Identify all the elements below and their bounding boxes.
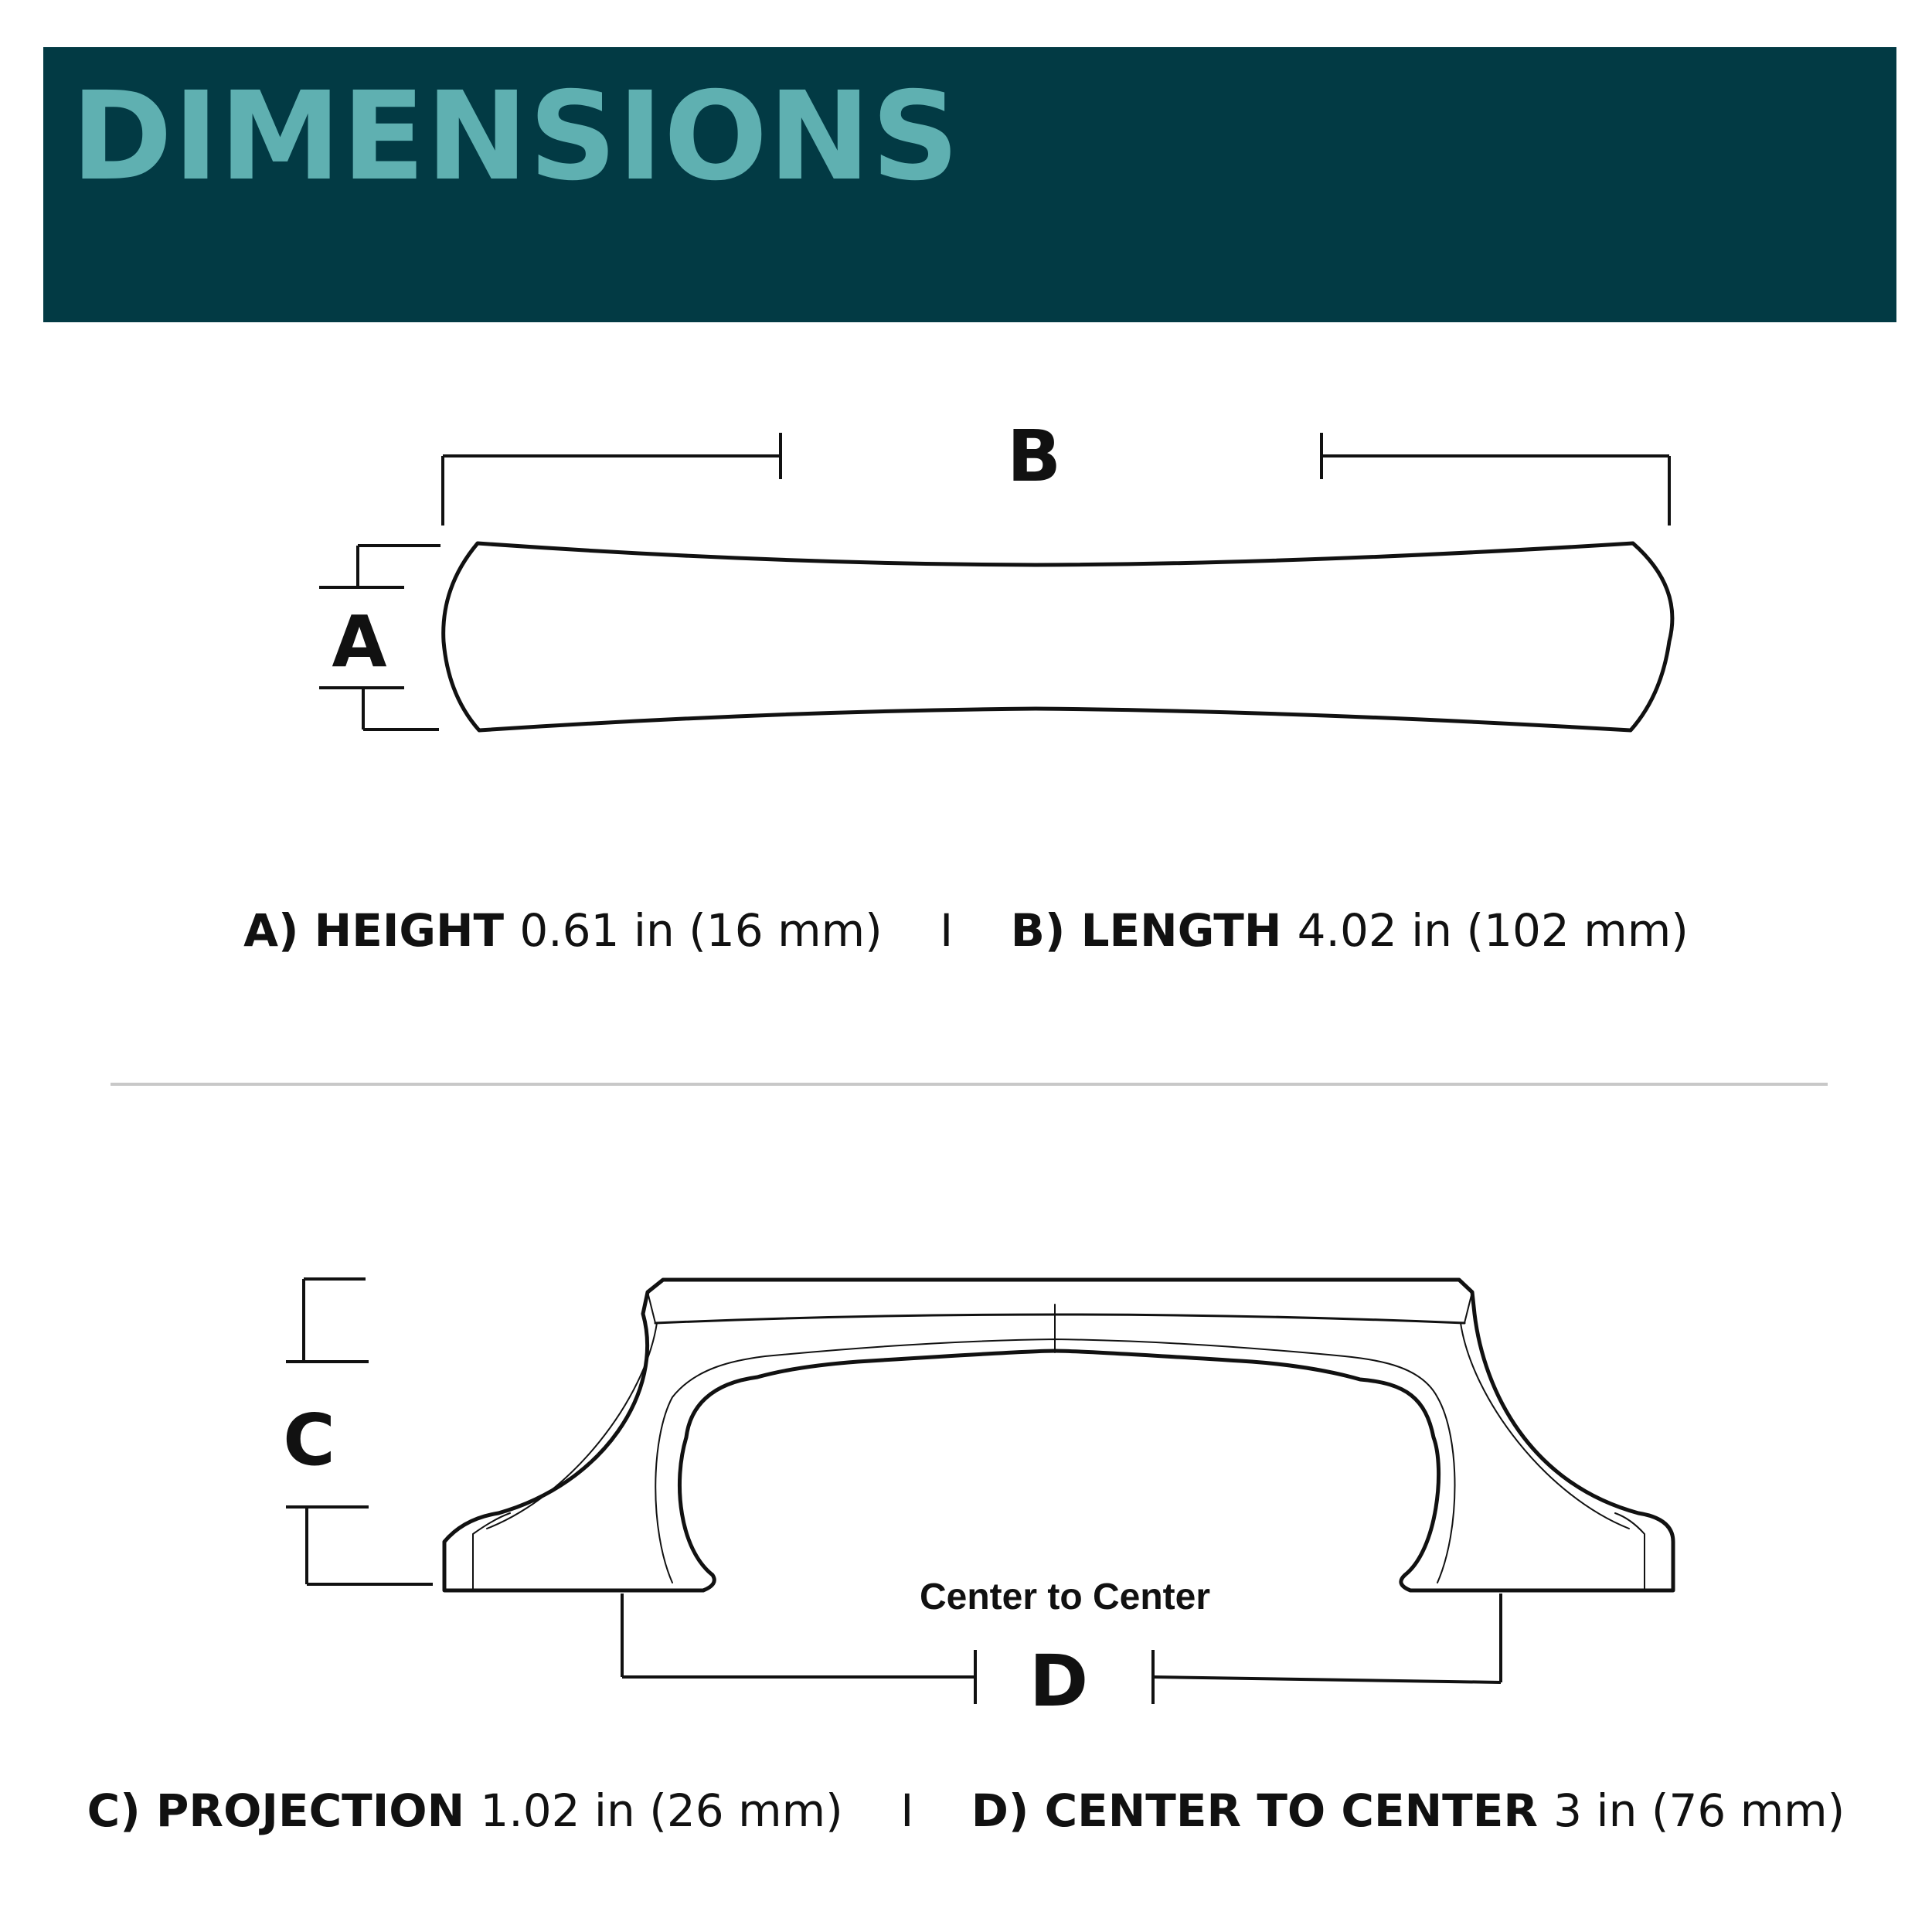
header-banner: [43, 47, 1896, 322]
projection-value: 1.02 in (26 mm): [480, 1784, 843, 1837]
center-to-center-label: D) CENTER TO CENTER: [971, 1784, 1554, 1837]
side-view-handle: [442, 1277, 1675, 1593]
dimension-d-bracket: [621, 1594, 1502, 1704]
center-to-center-value: 3 in (76 mm): [1553, 1784, 1845, 1837]
top-view-handle: [441, 541, 1675, 733]
length-label: B) LENGTH: [1010, 904, 1298, 957]
center-to-center-caption: Center to Center: [920, 1577, 1210, 1617]
projection-label: C) PROJECTION: [87, 1784, 481, 1837]
section-divider: [111, 1083, 1828, 1086]
page-title: DIMENSIONS: [71, 66, 961, 208]
dimension-c-bracket: [286, 1277, 433, 1586]
dimension-label-c: C: [283, 1399, 335, 1481]
top-specs-line: A) HEIGHT 0.61 in (16 mm) I B) LENGTH 4.…: [0, 908, 1932, 953]
height-label: A) HEIGHT: [243, 904, 520, 957]
dimension-label-b: B: [1007, 415, 1061, 498]
spec-separator: I: [940, 904, 954, 957]
dimension-a-bracket: [319, 544, 440, 731]
dimension-label-d: D: [1029, 1640, 1088, 1723]
height-value: 0.61 in (16 mm): [519, 904, 883, 957]
dimension-b-bracket: [441, 433, 1671, 526]
dimension-label-a: A: [332, 600, 386, 683]
spec-separator: I: [900, 1784, 914, 1837]
length-value: 4.02 in (102 mm): [1297, 904, 1689, 957]
bottom-specs-line: C) PROJECTION 1.02 in (26 mm) I D) CENTE…: [0, 1788, 1932, 1833]
